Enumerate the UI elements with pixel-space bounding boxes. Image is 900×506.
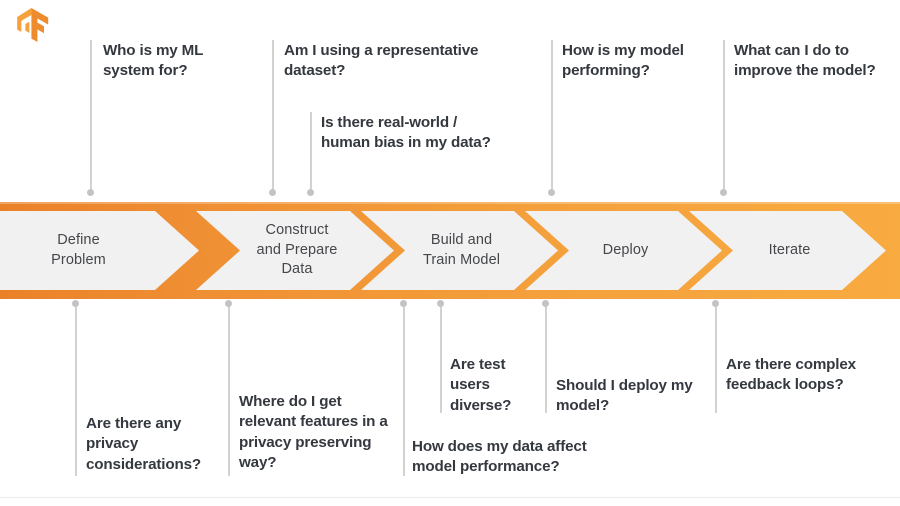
connector-dot (307, 188, 315, 196)
question-who-is-my-ml-system-for: Who is my ML system for? (103, 42, 204, 80)
question-should-i-deploy-my-model: Should I deploy my model? (556, 377, 693, 415)
ml-lifecycle-banner: Define Problem Construct and Prepare Dat… (0, 202, 900, 299)
connector-dot (225, 299, 233, 307)
stage-label-iterate: Iterate (768, 241, 811, 258)
stage-label-build-train-model: Build and Train Model (422, 231, 501, 268)
tensorflow-logo (17, 8, 49, 42)
connector-dot (400, 299, 408, 307)
connector-line-where-do-i-get-relevant-features (225, 299, 233, 476)
connector-line-what-can-i-do-to-improve-the-model (720, 40, 728, 196)
question-where-do-i-get-relevant-features: Where do I get relevant features in a pr… (239, 393, 388, 472)
question-are-there-complex-feedback-loops: Are there complex feedback loops? (726, 356, 856, 394)
stage-chevron-deploy[interactable]: Deploy (525, 211, 722, 290)
connector-line-are-test-users-diverse (437, 299, 445, 413)
stage-label-deploy: Deploy (602, 241, 649, 258)
connector-dot (72, 299, 80, 307)
bottom-divider (0, 497, 900, 498)
connector-line-how-does-my-data-affect-model-performance (400, 299, 408, 476)
connector-dot (548, 188, 556, 196)
question-are-test-users-diverse: Are test users diverse? (450, 356, 512, 414)
connector-line-who-is-my-ml-system-for (87, 40, 95, 196)
question-what-can-i-do-to-improve-the-model: What can I do to improve the model? (734, 42, 876, 80)
connector-line-should-i-deploy-my-model (542, 299, 550, 413)
question-how-is-my-model-performing: How is my model performing? (562, 42, 684, 80)
question-is-there-real-world-human-bias: Is there real-world / human bias in my d… (321, 114, 491, 152)
question-how-does-my-data-affect-model-performance: How does my data affect model performanc… (412, 438, 587, 476)
connector-dot (712, 299, 720, 307)
stage-chevron-define-problem[interactable]: Define Problem (0, 211, 199, 290)
connector-dot (542, 299, 550, 307)
connector-dot (87, 188, 95, 196)
question-am-i-using-representative-dataset: Am I using a representative dataset? (284, 42, 479, 80)
connector-line-how-is-my-model-performing (548, 40, 556, 196)
stage-chevron-construct-prepare-data[interactable]: Construct and Prepare Data (196, 211, 394, 290)
question-are-there-any-privacy-considerations: Are there any privacy considerations? (86, 415, 202, 473)
banner-top-highlight (0, 202, 900, 204)
connector-line-are-there-complex-feedback-loops (712, 299, 720, 413)
connector-dot (269, 188, 277, 196)
connector-dot (720, 188, 728, 196)
stage-label-define-problem: Define Problem (51, 231, 106, 268)
connector-line-are-there-any-privacy-considerations (72, 299, 80, 476)
connector-line-is-there-real-world-human-bias (307, 112, 315, 196)
connector-dot (437, 299, 445, 307)
connector-line-am-i-using-representative-dataset (269, 40, 277, 196)
stage-label-construct-prepare-data: Construct and Prepare Data (256, 222, 338, 278)
